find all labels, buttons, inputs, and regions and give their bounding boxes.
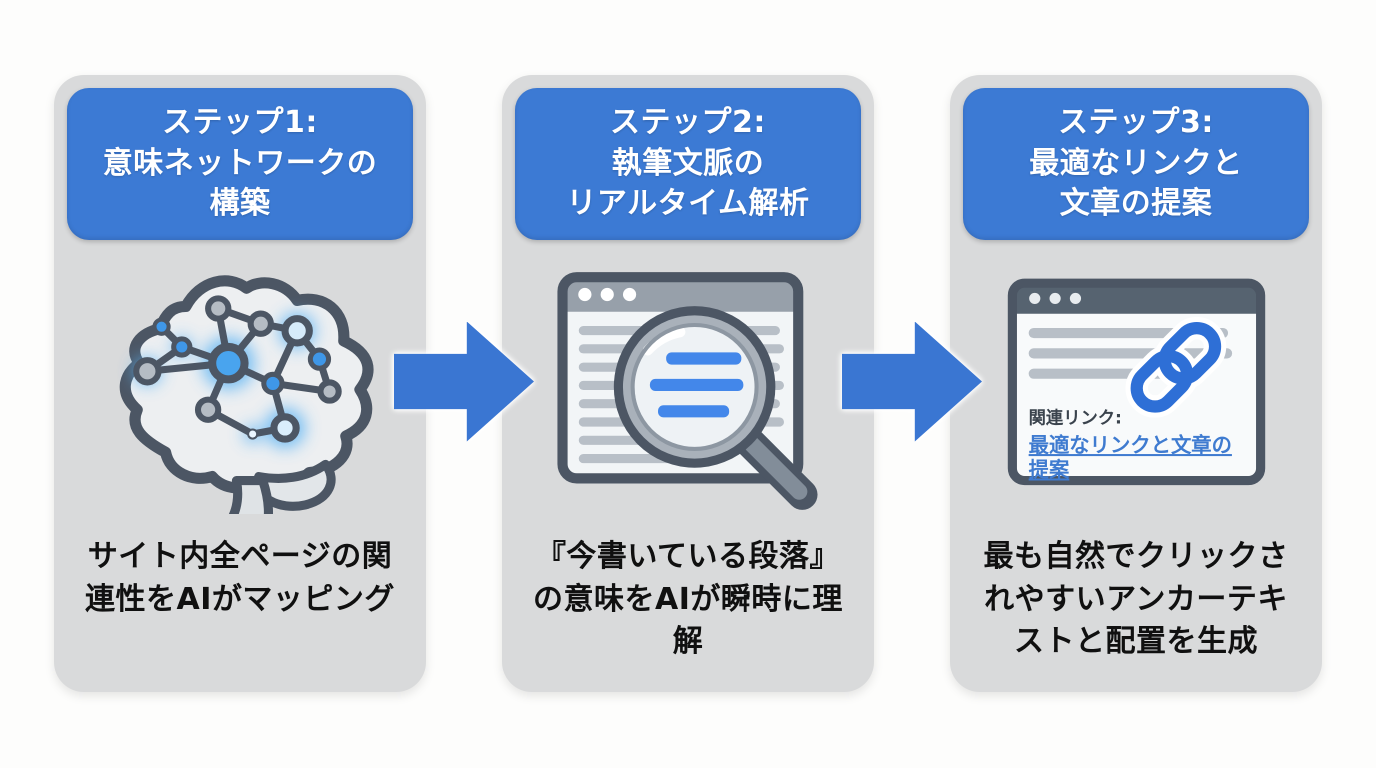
step-2-title: ステップ2: 執筆文脈の リアルタイム解析 — [566, 104, 810, 222]
step-card-3: ステップ3: 最適なリンクと 文章の提案 — [950, 75, 1322, 692]
browser-magnifier-svg — [556, 272, 818, 510]
step-1-header: ステップ1: 意味ネットワークの 構築 — [67, 88, 413, 240]
anchor-text-line-1: 最適なリンクと文章の — [1028, 433, 1231, 457]
browser-magnifier-icon — [502, 240, 874, 536]
browser-link-svg: 関連リンク: 最適なリンクと文章の 提案 — [1007, 278, 1265, 486]
step-3-header: ステップ3: 最適なリンクと 文章の提案 — [963, 88, 1309, 240]
step-1-description: サイト内全ページの関連性をAIがマッピング — [85, 539, 395, 617]
related-links-label: 関連リンク: — [1028, 408, 1121, 429]
step-2-description: 『今書いている段落』の意味をAIが瞬時に理解 — [533, 539, 843, 660]
step-card-1: ステップ1: 意味ネットワークの 構築 — [54, 75, 426, 692]
step-card-2: ステップ2: 執筆文脈の リアルタイム解析 — [502, 75, 874, 692]
step-3-description: 最も自然でクリックされやすいアンカーテキストと配置を生成 — [983, 539, 1289, 660]
brain-network-svg — [119, 275, 373, 514]
process-diagram: ステップ1: 意味ネットワークの 構築 — [54, 75, 1322, 692]
step-3-title: ステップ3: 最適なリンクと 文章の提案 — [1029, 104, 1243, 222]
arrow-shape — [842, 321, 982, 442]
arrow-right-icon — [842, 321, 982, 442]
step-1-title: ステップ1: 意味ネットワークの 構築 — [102, 104, 378, 222]
arrow-right-icon — [394, 321, 534, 442]
anchor-text-line-2: 提案 — [1028, 457, 1069, 481]
step-2-header: ステップ2: 執筆文脈の リアルタイム解析 — [515, 88, 861, 240]
arrow-shape — [394, 321, 534, 442]
brain-network-icon — [54, 240, 426, 536]
chain-link-icon — [1125, 316, 1226, 418]
browser-link-icon: 関連リンク: 最適なリンクと文章の 提案 — [950, 240, 1322, 536]
